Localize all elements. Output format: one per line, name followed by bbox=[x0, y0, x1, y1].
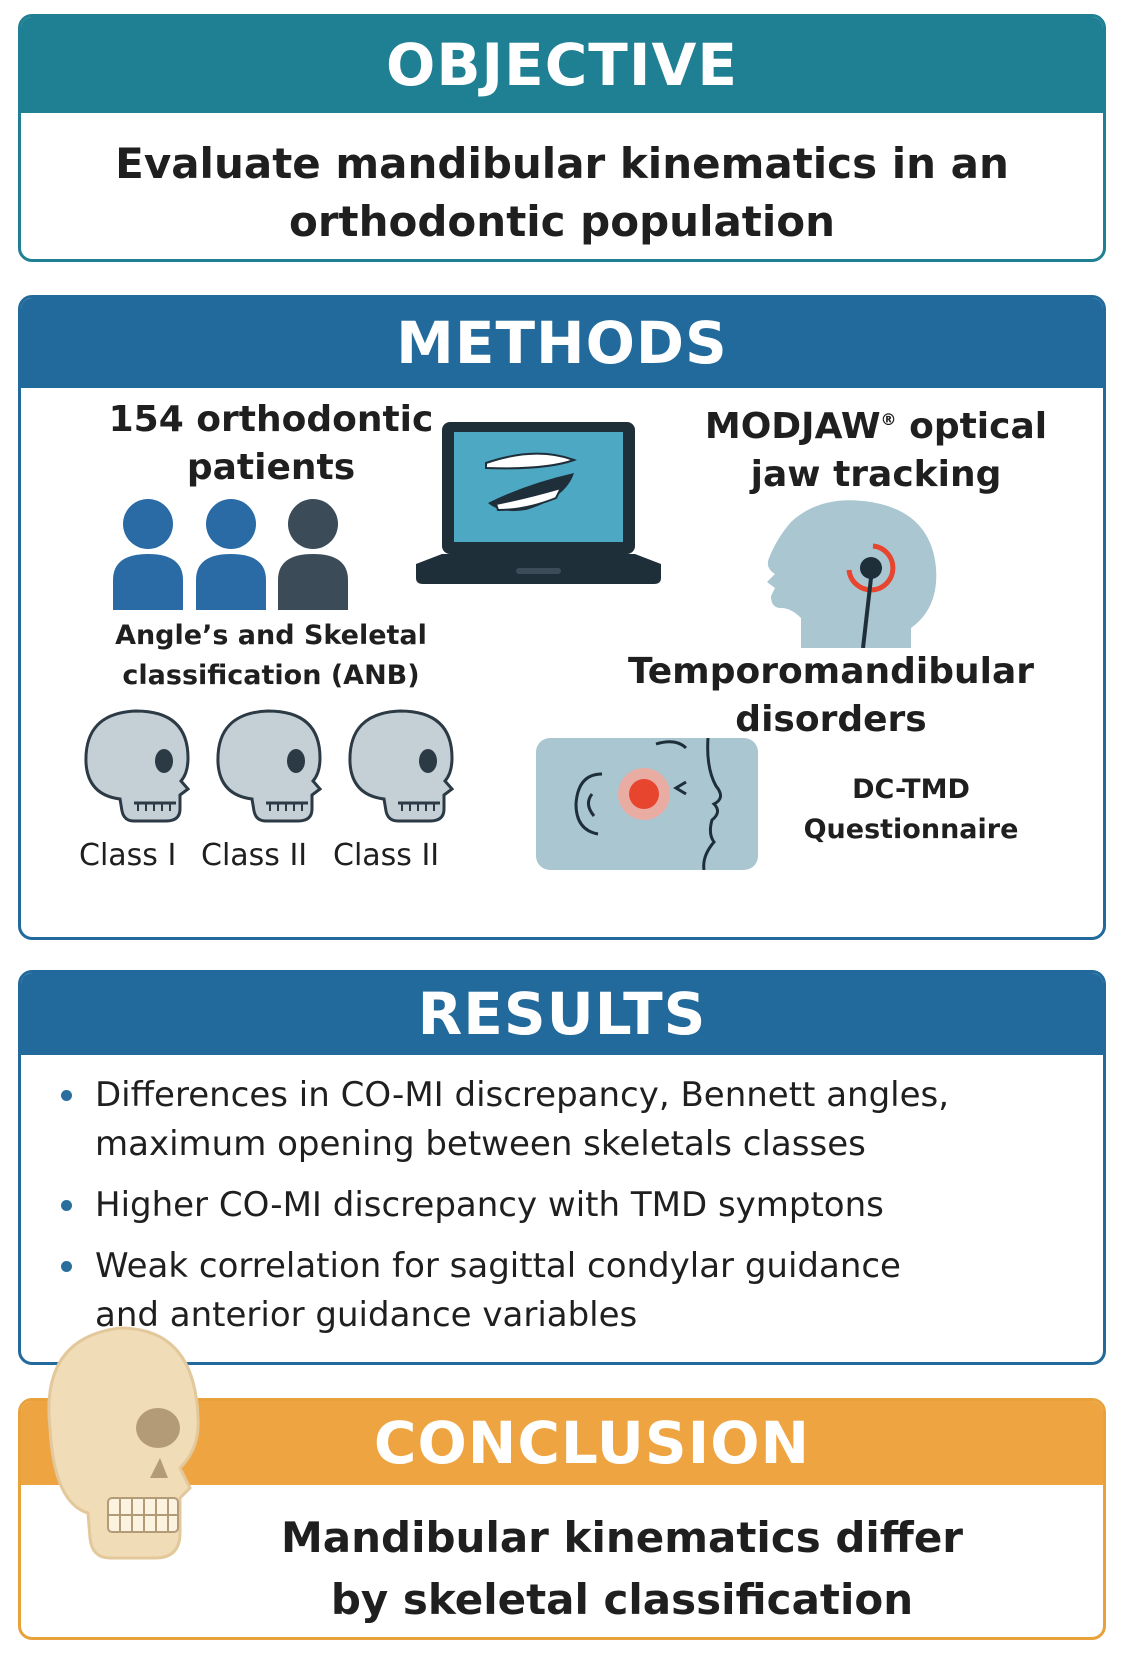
patients-label-line2: patients bbox=[186, 447, 356, 488]
tracking-signal-icon bbox=[846, 543, 896, 593]
tracking-label-line2: jaw tracking bbox=[750, 454, 1002, 495]
person-icon bbox=[196, 499, 266, 610]
class-label: Class II bbox=[201, 838, 308, 873]
face-pain-icon bbox=[536, 738, 758, 870]
bullet-icon bbox=[61, 1261, 72, 1272]
teeth-upper-icon bbox=[485, 452, 577, 470]
conclusion-text-line1: Mandibular kinematics differ bbox=[280, 1513, 964, 1562]
objective-text-line2: orthodontic population bbox=[288, 197, 836, 246]
head-tracking-icon bbox=[767, 500, 937, 648]
tmd-label-line2: disorders bbox=[735, 699, 927, 740]
skull-icon-class-2 bbox=[216, 709, 322, 823]
conclusion-panel: CONCLUSION Mandibular kinematics differ … bbox=[18, 1398, 1106, 1640]
objective-text: Evaluate mandibular kinematics in an ort… bbox=[21, 113, 1103, 251]
pain-point-icon bbox=[629, 779, 659, 809]
list-item: Weak correlation for sagittal condylar g… bbox=[61, 1242, 1083, 1340]
list-item: Higher CO-MI discrepancy with TMD sympto… bbox=[61, 1181, 1083, 1230]
questionnaire-label-line1: DC-TMD bbox=[852, 774, 970, 805]
skull-icons bbox=[84, 709, 454, 823]
classification-label-line1: Angle’s and Skeletal bbox=[115, 620, 427, 651]
conclusion-text: Mandibular kinematics differ by skeletal… bbox=[21, 1485, 1103, 1631]
methods-panel: METHODS 154 orthodontic patients Angle’s… bbox=[18, 295, 1106, 940]
list-item: Differences in CO-MI discrepancy, Bennet… bbox=[61, 1071, 1083, 1169]
bullet-icon bbox=[61, 1090, 72, 1101]
patients-label: 154 orthodontic patients bbox=[61, 396, 481, 492]
laptop-icon bbox=[416, 422, 661, 584]
patients-group-icon bbox=[113, 499, 348, 610]
tracking-label: MODJAW® optical jaw tracking bbox=[661, 396, 1091, 499]
classification-label-line2: classification (ANB) bbox=[122, 660, 420, 691]
tmd-label-line1: Temporomandibular bbox=[627, 651, 1035, 692]
questionnaire-label: DC-TMD Questionnaire bbox=[766, 770, 1056, 850]
bullet-icon bbox=[61, 1200, 72, 1211]
skull-icon bbox=[47, 1326, 200, 1560]
conclusion-title: CONCLUSION bbox=[21, 1401, 1103, 1485]
person-icon bbox=[278, 499, 348, 610]
person-icon bbox=[113, 499, 183, 610]
class-label: Class I bbox=[79, 838, 177, 873]
tracking-label-line1: MODJAW® optical bbox=[704, 406, 1048, 447]
conclusion-text-line2: by skeletal classification bbox=[330, 1575, 914, 1624]
skull-icon-class-1 bbox=[84, 709, 190, 823]
classification-label: Angle’s and Skeletal classification (ANB… bbox=[61, 616, 481, 696]
objective-panel: OBJECTIVE Evaluate mandibular kinematics… bbox=[18, 14, 1106, 262]
skull-icon-class-3 bbox=[348, 709, 454, 823]
objective-title: OBJECTIVE bbox=[21, 17, 1103, 113]
tmd-label: Temporomandibular disorders bbox=[581, 648, 1081, 744]
ear-icon bbox=[574, 772, 603, 836]
results-panel: RESULTS Differences in CO-MI discrepancy… bbox=[18, 970, 1106, 1365]
questionnaire-label-line2: Questionnaire bbox=[803, 814, 1019, 845]
results-list: Differences in CO-MI discrepancy, Bennet… bbox=[21, 1055, 1103, 1340]
methods-title: METHODS bbox=[21, 298, 1103, 388]
objective-text-line1: Evaluate mandibular kinematics in an bbox=[115, 139, 1009, 188]
patients-label-line1: 154 orthodontic bbox=[108, 399, 434, 440]
class-label: Class II bbox=[333, 838, 440, 873]
results-title: RESULTS bbox=[21, 973, 1103, 1055]
teeth-lower-icon bbox=[494, 486, 563, 512]
